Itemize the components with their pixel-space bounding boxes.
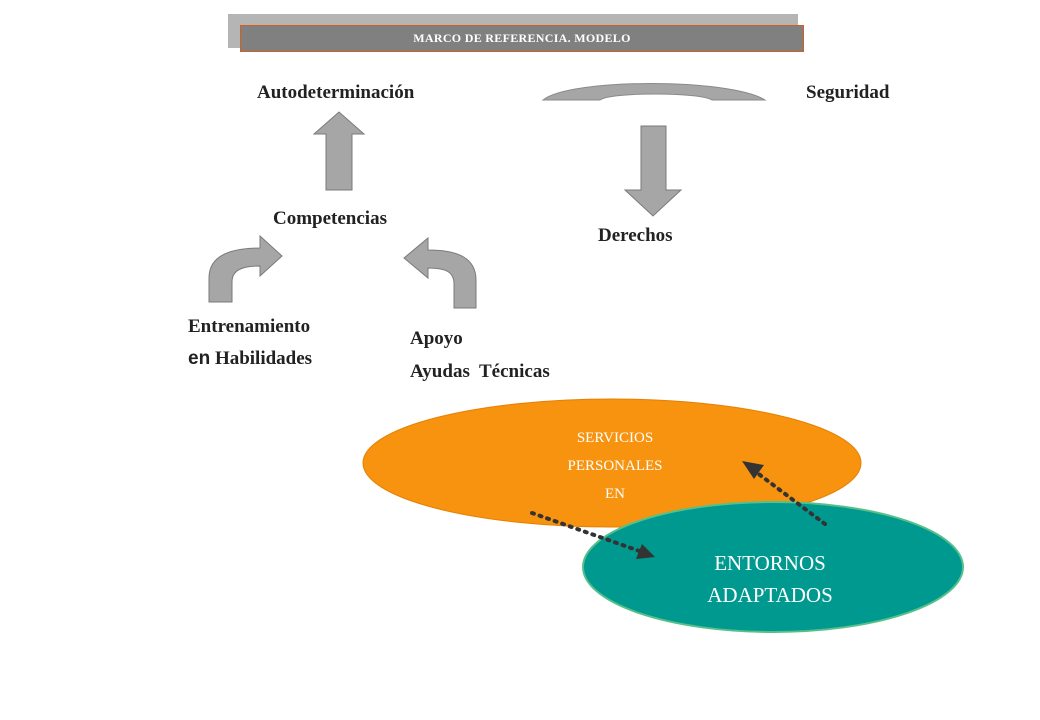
- oval-servicios-personales: [362, 398, 862, 528]
- label-seguridad: Seguridad: [806, 82, 890, 103]
- label-apoyo: Apoyo: [410, 328, 463, 349]
- servicios-text-block: SERVICIOS PERSONALES EN: [470, 424, 760, 508]
- title-banner: MARCO DE REFERENCIA. MODELO: [240, 25, 804, 52]
- arrow-down-derechos: [623, 125, 683, 217]
- servicios-line-2: PERSONALES: [567, 458, 663, 474]
- entornos-line-1: ENTORNOS: [714, 551, 826, 575]
- curved-arrow-apoyo: [403, 236, 477, 309]
- dotted-arrow-to-entornos-head: [636, 544, 655, 559]
- servicios-line-3: EN: [605, 486, 625, 502]
- entornos-text-block: ENTORNOS ADAPTADOS: [620, 547, 920, 611]
- servicios-line-1: SERVICIOS: [576, 430, 654, 446]
- dotted-arrow-to-servicios-head: [742, 461, 764, 479]
- label-habilidades: Habilidades: [214, 348, 313, 369]
- dotted-arrow-to-servicios: [754, 470, 827, 526]
- arch-seguridad: [541, 83, 767, 101]
- label-competencias: Competencias: [273, 208, 387, 229]
- label-derechos: Derechos: [598, 225, 673, 246]
- title-text: MARCO DE REFERENCIA. MODELO: [413, 31, 631, 45]
- label-autodeterminacion: Autodeterminación: [257, 82, 415, 103]
- label-habilidades-line: en Habilidades: [188, 348, 312, 370]
- label-en: en: [188, 348, 211, 369]
- label-entrenamiento: Entrenamiento: [188, 316, 311, 337]
- curved-arrow-entrenamiento: [208, 234, 283, 303]
- label-ayudas-tecnicas: Ayudas Técnicas: [410, 361, 550, 382]
- entornos-line-2: ADAPTADOS: [707, 583, 833, 607]
- dotted-arrow-to-entornos: [530, 511, 647, 555]
- arrow-up-autodeterminacion: [312, 111, 366, 191]
- oval-entornos-adaptados: [582, 501, 964, 633]
